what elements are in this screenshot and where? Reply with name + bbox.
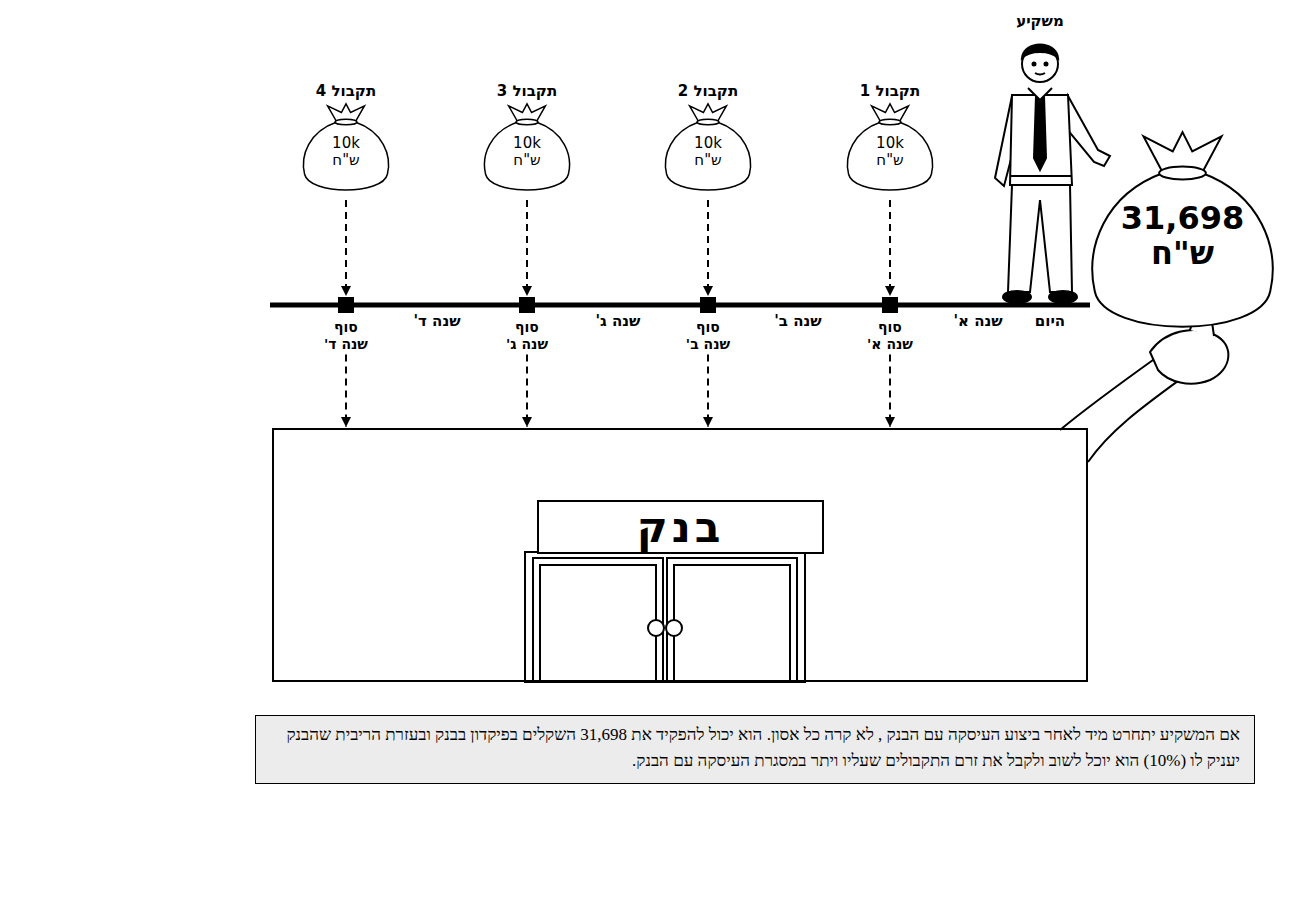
investor-figure-part	[1028, 88, 1052, 100]
year-end-marker: סוף שנה א'	[855, 297, 925, 353]
marker-square	[338, 297, 354, 313]
bank-sign: בנק	[537, 500, 824, 554]
year-end-label: סוף שנה ד'	[319, 319, 373, 353]
timeline-part	[270, 303, 1090, 308]
bag-body	[303, 122, 388, 190]
marker-square	[700, 297, 716, 313]
payment-flow-arrow	[345, 200, 347, 296]
bank-arm	[1060, 318, 1228, 462]
note-box: אם המשקיע יתחרט מיד לאחר ביצוע העיסקה עם…	[255, 715, 1255, 784]
payment-flow-arrow	[889, 355, 891, 427]
marker-square	[882, 297, 898, 313]
big-money-bag: 31,698 ש"ח	[1085, 130, 1280, 345]
bag-amount: 10k ש"ח	[867, 135, 913, 170]
period-label: היום	[990, 312, 1110, 330]
bag-wrap: 10k ש"ח	[844, 103, 936, 198]
money-bag: תקבול 2 10k ש"ח	[662, 82, 754, 198]
money-bag: תקבול 1 10k ש"ח	[844, 82, 936, 198]
bank-doors-part	[648, 620, 664, 636]
payment-flow-arrow	[707, 200, 709, 296]
bank-doors-part	[674, 565, 790, 682]
payment-heading: תקבול 4	[300, 82, 392, 100]
payment-flow-arrow	[889, 200, 891, 296]
bag-wrap: 10k ש"ח	[481, 103, 573, 198]
bag-body	[847, 122, 932, 190]
investor-figure-part	[1022, 45, 1058, 59]
money-bag: תקבול 4 10k ש"ח	[300, 82, 392, 198]
investor-figure-part	[1010, 95, 1072, 185]
bank-doors-part	[525, 552, 805, 682]
bank-arm-part	[1150, 330, 1228, 384]
note-text: אם המשקיע יתחרט מיד לאחר ביצוע העיסקה עם…	[270, 722, 1240, 775]
period-label: שנה ג'	[558, 312, 678, 330]
payment-flow-arrow	[707, 355, 709, 427]
payment-heading: תקבול 2	[662, 82, 754, 100]
year-end-label: סוף שנה א'	[863, 319, 917, 353]
bank-doors	[525, 552, 805, 682]
bank-doors-part	[540, 565, 656, 682]
year-end-marker: סוף שנה ג'	[492, 297, 562, 353]
bag-amount: 10k ש"ח	[685, 135, 731, 170]
bank-doors-part	[666, 620, 682, 636]
bag-amount: 10k ש"ח	[504, 135, 550, 170]
bag-tie	[879, 119, 901, 125]
year-end-marker: סוף שנה ד'	[311, 297, 381, 353]
investor-figure-part	[1010, 175, 1072, 177]
year-end-marker: סוף שנה ב'	[673, 297, 743, 353]
investor-label: משקיע	[980, 12, 1100, 30]
bag-tie	[516, 119, 538, 125]
investor-figure-part	[1034, 96, 1046, 170]
investor-figure-part	[1045, 63, 1048, 66]
payment-flow-arrow	[345, 355, 347, 427]
investor-figure-part	[1035, 73, 1045, 75]
bag-wrap: 10k ש"ח	[300, 103, 392, 198]
payment-flow-arrow	[526, 355, 528, 427]
bag-body	[1092, 173, 1272, 327]
payment-heading: תקבול 3	[481, 82, 573, 100]
bag-amount: 10k ש"ח	[323, 135, 369, 170]
investor-figure-part	[1049, 291, 1077, 303]
period-label: שנה ב'	[738, 312, 858, 330]
investor-figure-part	[1003, 291, 1031, 303]
investor-figure-part	[1066, 96, 1110, 166]
bank-building: בנק	[272, 428, 1088, 682]
payment-heading: תקבול 1	[844, 82, 936, 100]
investor-figure-part	[1008, 185, 1072, 292]
year-end-label: סוף שנה ב'	[681, 319, 735, 353]
bank-doors-part	[667, 558, 797, 682]
marker-square	[519, 297, 535, 313]
bag-body	[484, 122, 569, 190]
bank-doors-part	[533, 558, 663, 682]
bag-wrap: 10k ש"ח	[662, 103, 754, 198]
money-bag: תקבול 3 10k ש"ח	[481, 82, 573, 198]
period-label: שנה ד'	[377, 312, 497, 330]
present-value: 31,698 ש"ח	[1113, 201, 1253, 271]
investor-figure-part	[1033, 63, 1036, 66]
timeline	[270, 305, 1090, 306]
year-end-label: סוף שנה ג'	[500, 319, 554, 353]
period-label: שנה א'	[918, 312, 1038, 330]
bag-tie	[1159, 167, 1206, 180]
bag-tie	[335, 119, 357, 125]
bag-tie	[697, 119, 719, 125]
payment-flow-arrow	[526, 200, 528, 296]
bag-body	[665, 122, 750, 190]
